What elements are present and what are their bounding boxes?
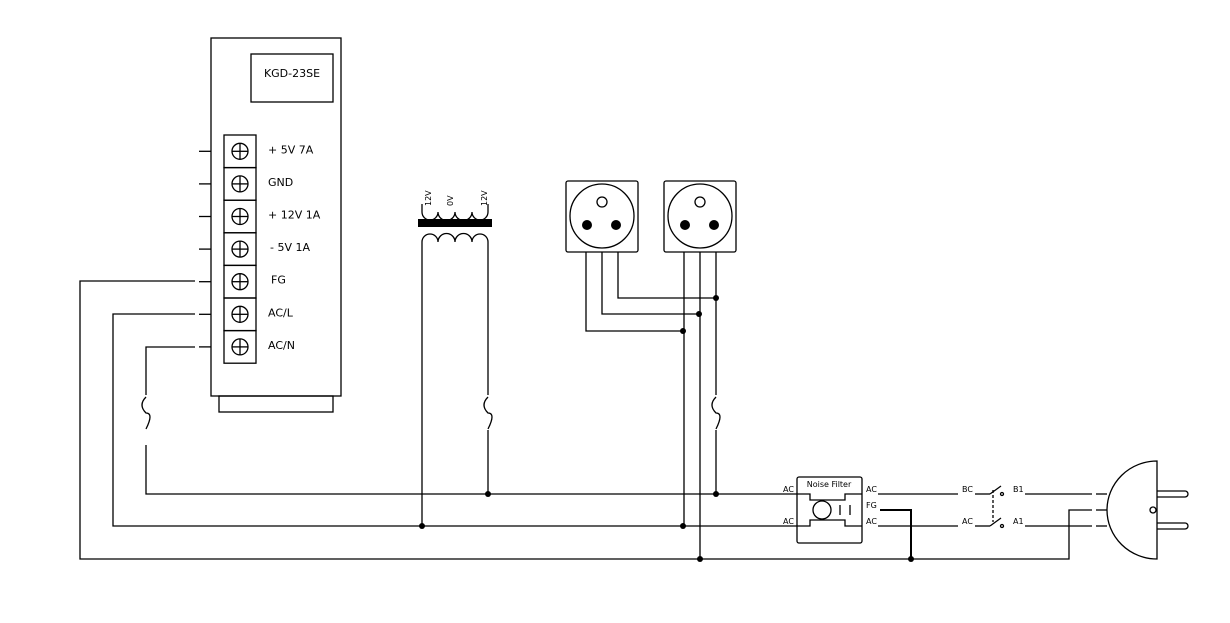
nf-left-ac: AC — [783, 517, 794, 526]
terminal-label: + 12V 1A — [268, 209, 321, 222]
noise-filter: Noise Filter AC AC AC FG AC — [783, 476, 877, 544]
nf-right-ac: AC — [866, 485, 877, 494]
terminal-label: + 5V 7A — [268, 143, 314, 156]
psu-module: KGD-23SE + 5V 7A GND + 12V 1A - 5V 1A FG AC/L… — [199, 37, 342, 413]
terminal-label: AC/L — [268, 306, 294, 319]
tap-label: 12V — [424, 190, 433, 206]
tap-label: 12V — [480, 190, 489, 206]
terminal-label: GND — [268, 176, 293, 189]
tap-label: 0V — [446, 195, 455, 206]
terminal-label: AC/N — [268, 339, 295, 352]
switch-label: BC — [962, 485, 973, 494]
nf-left-ac: AC — [783, 485, 794, 494]
wires — [79, 242, 1107, 562]
socket-2 — [663, 180, 737, 253]
nf-right-fg: FG — [866, 501, 877, 510]
terminal-label: FG — [271, 274, 286, 287]
switch-label: B1 — [1013, 485, 1024, 494]
transformer: 12V 0V 12V — [418, 190, 492, 243]
switch-label: A1 — [1013, 517, 1024, 526]
switch-label: AC — [962, 517, 973, 526]
switch: BC B1 AC A1 — [962, 485, 1024, 526]
socket-1 — [565, 180, 639, 253]
terminal-label: - 5V 1A — [270, 241, 310, 254]
noise-filter-title: Noise Filter — [807, 480, 852, 489]
nf-right-ac: AC — [866, 517, 877, 526]
psu-model-label: KGD-23SE — [264, 67, 320, 80]
mains-plug — [1106, 460, 1189, 560]
terminal — [223, 329, 257, 364]
